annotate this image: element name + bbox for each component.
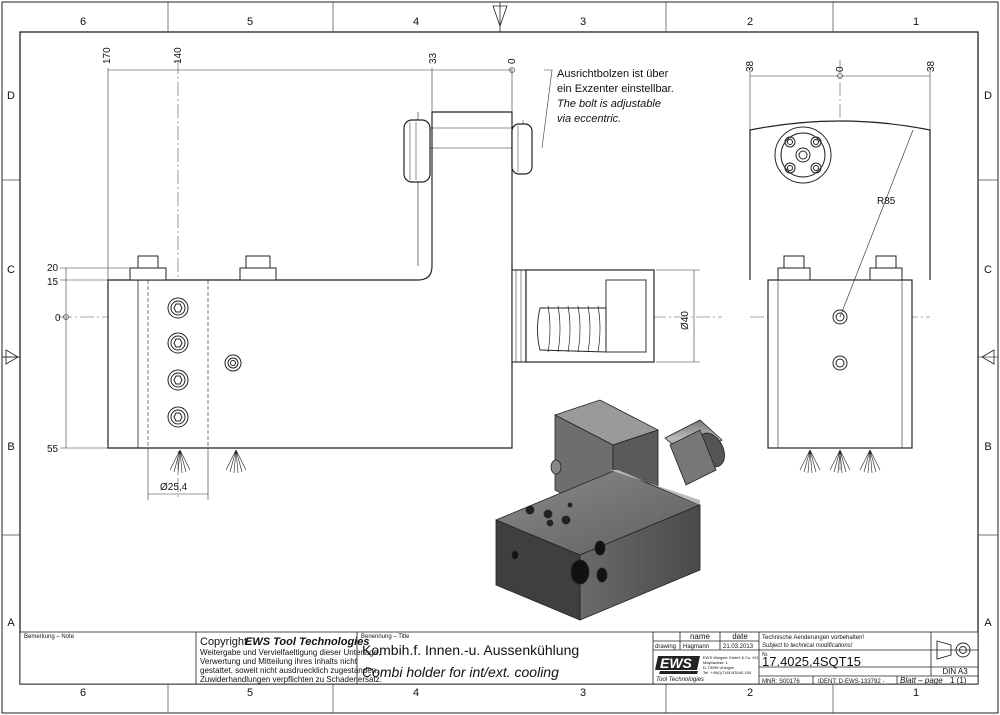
col-date: date [732,632,748,641]
grid-row-left: A [7,617,15,629]
dim-15: 15 [47,277,59,288]
title-de: Kombih.f. Innen.-u. Aussenkühlung [362,642,579,658]
grid-col-bottom: 4 [413,687,419,699]
body-outline [107,111,513,449]
grid-col-bottom: 3 [580,687,586,699]
socket-screws [167,297,242,428]
grid-row-left: C [7,264,15,276]
dim-0-left: 0 [55,313,61,324]
side-coolant-jets [799,449,881,474]
grid-col-top: 5 [247,16,253,28]
grid-col-top: 2 [747,16,753,28]
drawn-date: 21.03.2013 [723,644,754,650]
title-en: Combi holder for int/ext. cooling [362,664,559,680]
grid-col-bottom: 5 [247,687,253,699]
side-top-profile [749,120,931,280]
grid-col-top: 3 [580,16,586,28]
grid-col-bottom: 2 [747,687,753,699]
dim-170: 170 [102,47,113,64]
copyright-prefix: Copyright [200,636,247,648]
mnr: MNR: S00176 [762,679,800,685]
dim-140: 140 [173,47,184,64]
logo-sub: Tool Technologies [656,677,704,683]
sheet-label: Blatt – page [900,676,943,685]
col-name: name [690,632,711,641]
note-en-1: The bolt is adjustable [557,98,661,110]
grid-col-top: 6 [80,16,86,28]
dim-33: 33 [428,52,439,64]
title-block-text: Bemerkung – Note Copyright EWS Tool Tech… [24,632,968,685]
copyright-line: Weitergabe und Vervielfaeltigung dieser … [200,648,380,657]
company-line: Tel. +49(0)7161/93040-100 [703,670,752,675]
grid-row-right: C [984,264,992,276]
grid-row-left: B [7,441,14,453]
remark-label: Bemerkung – Note [24,634,75,640]
change-note-en: Subject to technical modifications! [762,643,853,649]
iso-side-face [579,504,701,621]
cooling-connector [511,269,655,363]
dim-diameter-40: Ø40 [680,311,691,330]
side-dimension-labels: 38 0 38 R85 [745,60,937,207]
side-view [749,60,931,474]
dim-0-top: 0 [507,58,518,64]
front-dimension-labels: 170 140 33 0 20 15 0 55 Ø25,4 Ø40 [47,47,691,493]
row-drawing: drawing [655,644,676,650]
title-block [19,631,979,685]
note-en-2: via eccentric. [557,113,621,125]
grid-row-left: D [7,90,15,102]
part-number: 17.4025.4SQT15 [762,654,861,669]
copyright-line: Verwertung und Mitteilung ihres Inhalts … [200,657,358,666]
dim-r85: R85 [877,196,896,207]
coolant-jets [169,449,247,474]
adjustment-note: Ausrichtbolzen ist über ein Exzenter ein… [557,68,674,125]
company-line: D-73095 Uhingen [703,665,734,670]
copyright-line: gestattet, soweit nicht ausdruecklich zu… [200,666,378,675]
dim-diameter-25-4: Ø25,4 [160,482,188,493]
projection-symbol-icon [936,640,952,660]
dim-38-right: 38 [926,60,937,72]
naming-label: Benennung – Title [361,634,410,640]
sheet-value: 1 (1) [950,676,967,685]
grid-col-top: 1 [913,16,919,28]
note-de-1: Ausrichtbolzen ist über [557,68,669,80]
dim-38-left: 38 [745,60,756,72]
drawn-by: Hagmann [683,644,709,650]
front-view [58,60,722,500]
logo-text: EWS [660,655,693,671]
grid-col-top: 4 [413,16,419,28]
change-note-de: Technische Aenderungen vorbehalten! [762,635,864,641]
grid-col-bottom: 6 [80,687,86,699]
dim-20: 20 [47,263,59,274]
paper-format: DIN A3 [942,667,968,676]
eccentric-flange [774,126,832,184]
grid-col-bottom: 1 [913,687,919,699]
company-line: Maybachstr. 1 [703,660,729,665]
copyright-line: Zuwiderhandlungen verpflichten zu Schade… [200,675,382,684]
side-dimensions [749,68,931,130]
copyright-brand: EWS Tool Technologies [245,636,369,648]
nr-label: Nr. [762,652,768,658]
ident: IDENT: D-EWS-133792 - [818,679,884,685]
grid-labels: 6 5 4 3 2 1 6 5 4 3 2 1 D C B A D C B A [7,16,992,699]
grid-row-right: D [984,90,992,102]
grid-row-right: B [984,441,991,453]
isometric-view [494,399,725,621]
grid-row-right: A [984,617,992,629]
dim-55: 55 [47,444,59,455]
front-dimensions [60,67,700,500]
note-de-2: ein Exzenter einstellbar. [557,83,674,95]
dim-0-side: 0 [835,66,846,72]
ews-logo [655,656,700,674]
company-line: EWS Weigele GmbH & Co. KG [703,655,758,660]
